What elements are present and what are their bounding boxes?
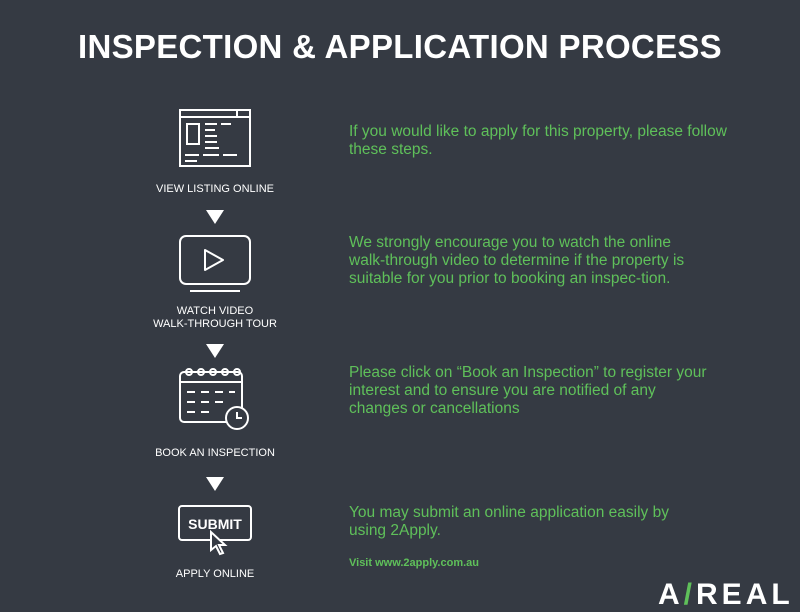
step-text-1: If you would like to apply for this prop… (349, 123, 727, 158)
down-arrow-icon (206, 344, 224, 358)
brand-logo: A/REAL (658, 578, 794, 611)
step-label-book-inspection: BOOK AN INSPECTION (155, 447, 275, 459)
step-label-watch-video-2: WALK-THROUGH TOUR (153, 318, 277, 330)
step-text-2: We strongly encourage you to watch the o… (349, 234, 685, 287)
browser-window-icon (179, 109, 251, 167)
step-label-apply-online: APPLY ONLINE (175, 568, 255, 580)
video-play-icon (179, 235, 251, 292)
step-label-watch-video: WATCH VIDEO (176, 305, 254, 317)
submit-button-icon: SUBMIT (178, 505, 252, 556)
down-arrow-icon (206, 210, 224, 224)
page-title: INSPECTION & APPLICATION PROCESS (78, 28, 722, 65)
step-text-3: Please click on “Book an Inspection” to … (349, 364, 707, 417)
svg-text:SUBMIT: SUBMIT (188, 516, 242, 532)
down-arrow-icon (206, 477, 224, 491)
step-label-view-listing: VIEW LISTING ONLINE (156, 183, 274, 195)
calendar-clock-icon (179, 368, 249, 430)
2apply-link[interactable]: Visit www.2apply.com.au (349, 557, 480, 569)
step-text-4: You may submit an online application eas… (349, 504, 669, 539)
